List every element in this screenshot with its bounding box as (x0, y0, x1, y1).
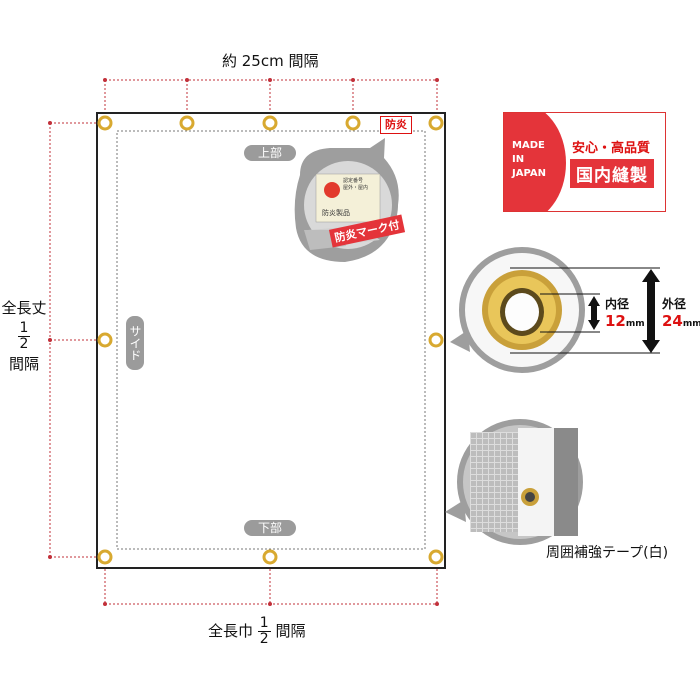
inner-diameter-title: 内径 (605, 297, 630, 311)
bottom-dimension-fraction: 1 2 (257, 615, 271, 647)
fireproof-badge: 防炎 (380, 116, 412, 134)
outer-diameter-value: 24 (662, 312, 683, 330)
left-dimension-label: 全長丈 1 2 間隔 (0, 300, 48, 373)
reinforcement-tape-caption: 周囲補強テープ(白) (546, 545, 669, 561)
made-in-japan-line-3: JAPAN (512, 168, 546, 179)
bottom-dimension-suffix: 間隔 (275, 622, 306, 640)
side-section-tag: サイド (126, 316, 144, 370)
bottom-dimension-prefix: 全長巾 (208, 622, 254, 640)
top-dimension-label: 約 25cm 間隔 (222, 52, 319, 70)
bottom-dimension-numerator: 1 (257, 615, 271, 632)
made-in-japan-badge: MADE IN JAPAN 安心・高品質 国内縫製 (503, 112, 666, 212)
top-section-tag: 上部 (244, 145, 296, 161)
sheet-stitch-line (116, 130, 426, 550)
top-dimension-line (103, 78, 439, 113)
bottom-section-tag: 下部 (244, 520, 296, 536)
outer-diameter-label: 外径 24mm (662, 297, 700, 331)
grommet-callout (450, 247, 660, 373)
made-in-japan-text: MADE IN JAPAN (512, 139, 546, 181)
left-dimension-prefix: 全長丈 (1, 299, 47, 317)
inner-diameter-label: 内径 12mm (605, 297, 645, 331)
left-dimension-line (48, 121, 97, 559)
inner-diameter-value: 12 (605, 312, 626, 330)
outer-diameter-unit: mm (682, 319, 700, 329)
fire-mark-label-line-3: 屋外・屋内 (343, 185, 369, 191)
quality-tagline: 安心・高品質 (572, 141, 651, 156)
made-in-japan-line-2: IN (512, 154, 525, 165)
bottom-dimension-denominator: 2 (259, 631, 269, 647)
outer-diameter-title: 外径 (662, 297, 687, 311)
bottom-dimension-label: 全長巾 1 2 間隔 (208, 616, 306, 647)
bottom-dimension-line (103, 569, 439, 606)
left-dimension-suffix: 間隔 (8, 355, 39, 373)
fire-mark-label-line-2: 認定番号 (343, 178, 364, 184)
sheet-grommets (97, 115, 444, 565)
domestic-sewing-headline: 国内縫製 (570, 159, 654, 188)
made-in-japan-line-1: MADE (512, 140, 545, 151)
fire-mark-label-line-1: 防炎製品 (322, 209, 350, 217)
left-dimension-denominator: 2 (19, 336, 29, 352)
tape-mesh (470, 432, 518, 532)
fire-mark-label-text: 認定番号 屋外・屋内 (343, 178, 379, 192)
japan-red-circle (504, 113, 566, 211)
left-dimension-fraction: 1 2 (17, 320, 31, 352)
left-dimension-numerator: 1 (17, 320, 31, 337)
inner-diameter-unit: mm (625, 319, 645, 329)
